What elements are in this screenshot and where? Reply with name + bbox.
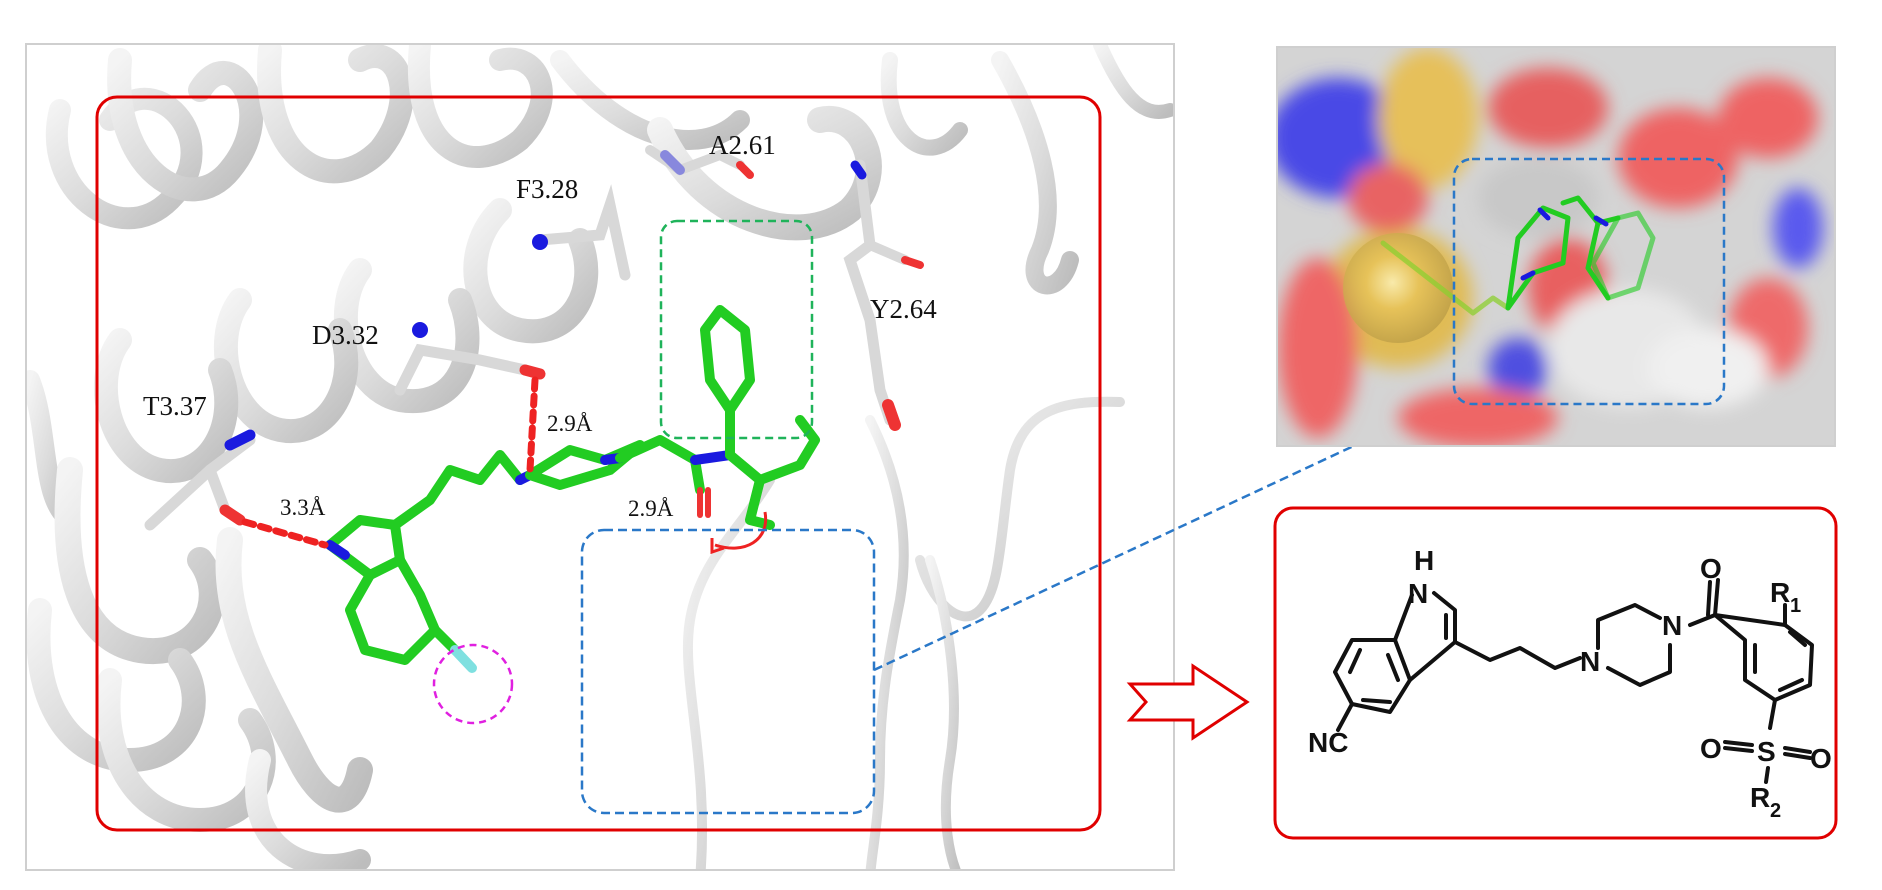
surface-drawing (1278, 48, 1834, 445)
surface-panel (1276, 46, 1836, 447)
ligand-sticks (325, 305, 820, 673)
fluorine-site-circle (432, 643, 514, 725)
zoom-connector-line (873, 398, 1453, 672)
surface-pocket-box (1452, 157, 1726, 406)
binding-site-highlight-box (95, 95, 1102, 832)
residue-label-d332: D3.32 (312, 320, 379, 350)
residue-label-a261: A2.61 (709, 130, 776, 160)
residue-label-f328: F3.28 (516, 174, 579, 204)
rotation-arrow (714, 511, 768, 550)
aromatic-region-box (659, 219, 814, 440)
hbond-distance-t337: 3.3Å (280, 495, 326, 520)
hbond-distance-d332: 2.9Å (547, 411, 593, 436)
residue-label-t337: T3.37 (143, 391, 207, 421)
pocket-region-box (580, 528, 876, 815)
hbond-lines (241, 376, 539, 549)
hbond-distance-carbonyl: 2.9Å (628, 496, 674, 521)
rotation-arrowhead (710, 538, 725, 555)
right-arrow-icon (1126, 663, 1250, 741)
protein-ribbons (27, 45, 1173, 869)
residue-label-y264: Y2.64 (870, 294, 937, 324)
residue-sticks (144, 145, 924, 531)
